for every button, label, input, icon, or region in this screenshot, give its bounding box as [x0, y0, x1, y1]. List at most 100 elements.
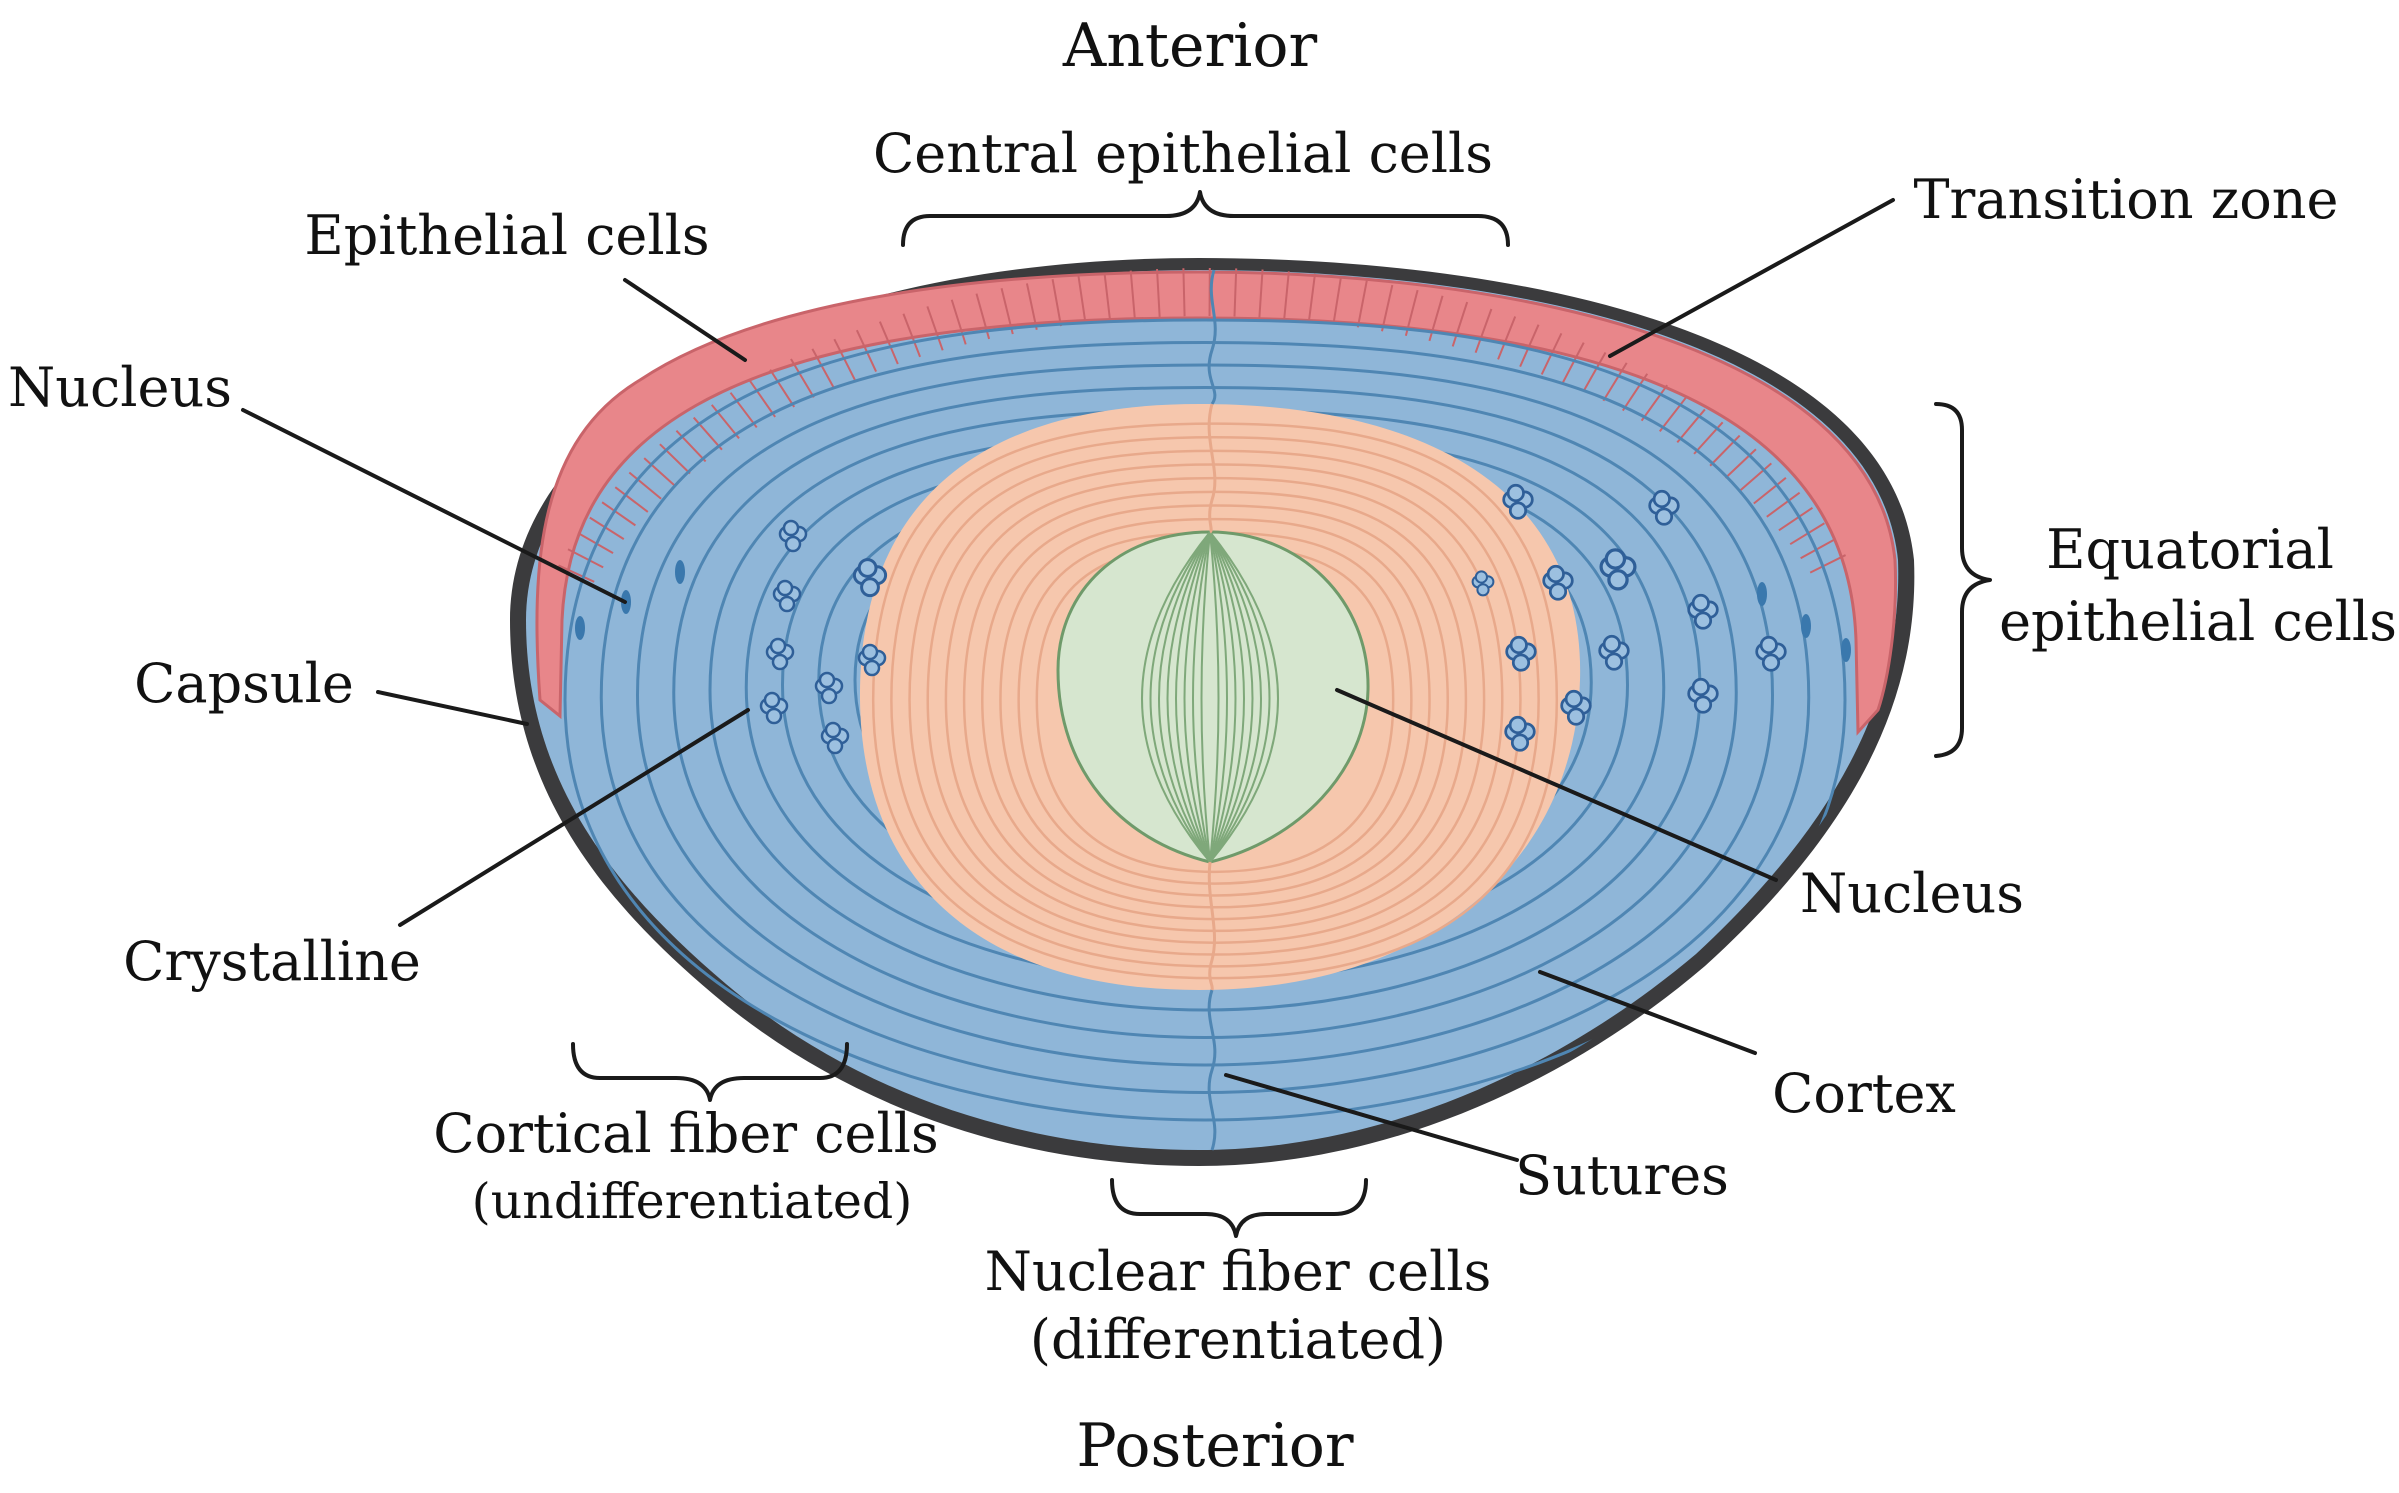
epithelial-cell-divider — [659, 443, 691, 475]
suture-line — [1207, 269, 1217, 1151]
crystallin-cluster — [1502, 483, 1534, 520]
epithelial-cell-divider — [729, 392, 758, 429]
crystallin-subunit — [1548, 582, 1568, 601]
crystallin-cluster — [814, 671, 844, 705]
labels: Anterior Posterior Central epithelial ce… — [8, 11, 2397, 1481]
crystallin-cluster — [1471, 570, 1495, 597]
crystallin-subunit — [769, 637, 787, 655]
label-transition-zone: Transition zone — [1914, 168, 2339, 231]
crystallin-subunit — [818, 671, 836, 689]
epithelial-cell-divider — [749, 380, 776, 418]
label-nuclear-line2: (differentiated) — [1030, 1308, 1446, 1371]
crystallin-subunit — [1564, 689, 1583, 709]
crystallin-cluster — [765, 637, 795, 671]
crystallin-subunit — [1508, 501, 1528, 520]
epithelial-cell-divider — [643, 457, 676, 487]
label-nucleus-right: Nucleus — [1800, 862, 2024, 925]
inner-nucleus-fiber — [1175, 531, 1211, 863]
crystallin-subunit — [1652, 489, 1671, 509]
epithelial-cell-divider — [1451, 301, 1469, 347]
crystallin-cluster — [1598, 634, 1630, 671]
crystallin-subunit — [776, 579, 794, 597]
epithelial-cell-divider — [855, 329, 877, 372]
epithelial-cell-divider — [1129, 270, 1136, 319]
epithelium-band — [535, 270, 1898, 736]
suture-line-nucleus — [1207, 403, 1217, 991]
crystallin-subunit — [1506, 483, 1525, 503]
crystallin-subunit — [1693, 611, 1713, 630]
epithelial-cell-divider — [1621, 373, 1649, 412]
epithelial-cell-divider — [790, 358, 815, 398]
epithelial-cell-divider — [1658, 396, 1688, 432]
nuclear-fiber-ring — [890, 436, 1540, 968]
epithelial-cell-divider — [1258, 269, 1264, 318]
label-cortical-line2: (undifferentiated) — [472, 1173, 913, 1230]
inner-nucleus-fiber — [1209, 531, 1271, 863]
epithelial-cell-divider — [1778, 506, 1814, 532]
epithelial-cell-divider — [902, 313, 921, 358]
inner-nucleus-fiber — [1209, 531, 1245, 863]
crystallin-subunit — [824, 721, 842, 739]
crystallin-cluster — [1687, 593, 1719, 630]
inner-nucleus-fiber — [1209, 531, 1254, 863]
epithelial-cell-divider — [1676, 408, 1706, 444]
epithelial-cell-divider — [601, 501, 636, 527]
epithelial-cell-divider — [1156, 269, 1161, 318]
inner-nucleus-fiber — [1149, 531, 1211, 863]
inner-nucleus-fiber — [1209, 531, 1262, 863]
brace-central — [901, 190, 1510, 247]
epithelial-cell-divider — [1800, 538, 1836, 560]
epithelial-cell-divider — [614, 486, 649, 513]
epithelial-cell-divider — [811, 348, 835, 389]
label-crystalline: Crystalline — [123, 930, 421, 993]
label-epithelial-cells: Epithelial cells — [304, 204, 709, 267]
nuclear-fiber-ring — [981, 504, 1449, 909]
leader-epithelial — [623, 278, 747, 362]
crystallin-subunit — [771, 653, 789, 671]
epithelial-cell-divider — [1766, 491, 1801, 518]
crystallin-subunit — [1691, 593, 1710, 613]
crystallin-subunit — [765, 707, 783, 725]
cell-nucleus — [575, 616, 585, 640]
epithelial-cell-divider — [589, 516, 625, 540]
crystallin-subunit — [1691, 677, 1710, 697]
crystallin-cluster — [778, 519, 808, 553]
crystallin-subunit — [1602, 634, 1621, 654]
crystallin-subunit — [861, 643, 879, 661]
crystallin-cluster — [857, 643, 887, 677]
epithelial-cell-divider — [1809, 554, 1847, 574]
inner-nucleus-fiber — [1209, 531, 1228, 863]
crystallin-cluster — [1542, 564, 1574, 601]
brace-cortical — [571, 1042, 849, 1102]
epithelial-cell-divider — [1753, 477, 1787, 505]
crystallin-subunit — [826, 737, 844, 755]
nuclear-fiber-ring — [944, 476, 1486, 933]
label-capsule: Capsule — [134, 652, 354, 715]
inner-nucleus-fiber — [1209, 531, 1279, 863]
braces — [571, 190, 1992, 1238]
epithelial-cell-divider — [1561, 342, 1585, 384]
label-cortex: Cortex — [1772, 1062, 1956, 1125]
inner-nucleus-fiber — [1192, 531, 1211, 863]
cortical-fiber-ring — [635, 363, 1775, 1067]
leader-nucleus-left — [241, 408, 627, 604]
label-nucleus-left: Nucleus — [8, 356, 232, 419]
brace-equatorial — [1934, 402, 1992, 758]
crystallin-subunit — [1604, 652, 1624, 671]
crystallin-subunit — [1508, 715, 1527, 735]
leader-sutures — [1224, 1073, 1519, 1162]
cortical-fiber-ring — [563, 318, 1847, 1122]
nuclear-fiber-ring — [999, 517, 1431, 897]
epithelial-cell-divider — [1602, 362, 1628, 402]
epithelial-cell-dividers — [558, 268, 1847, 583]
crystallin-subunit — [820, 687, 838, 705]
crystallin-subunit — [1511, 653, 1531, 672]
nuclear-fiber-ring — [908, 449, 1522, 956]
cell-nuclei — [575, 560, 1851, 662]
crystallin-cluster — [1687, 677, 1719, 714]
crystallin-cluster — [759, 691, 789, 725]
crystallin-subunit — [1693, 695, 1713, 714]
epithelial-cell-divider — [1497, 316, 1517, 360]
epithelial-cell-divider — [769, 369, 796, 408]
